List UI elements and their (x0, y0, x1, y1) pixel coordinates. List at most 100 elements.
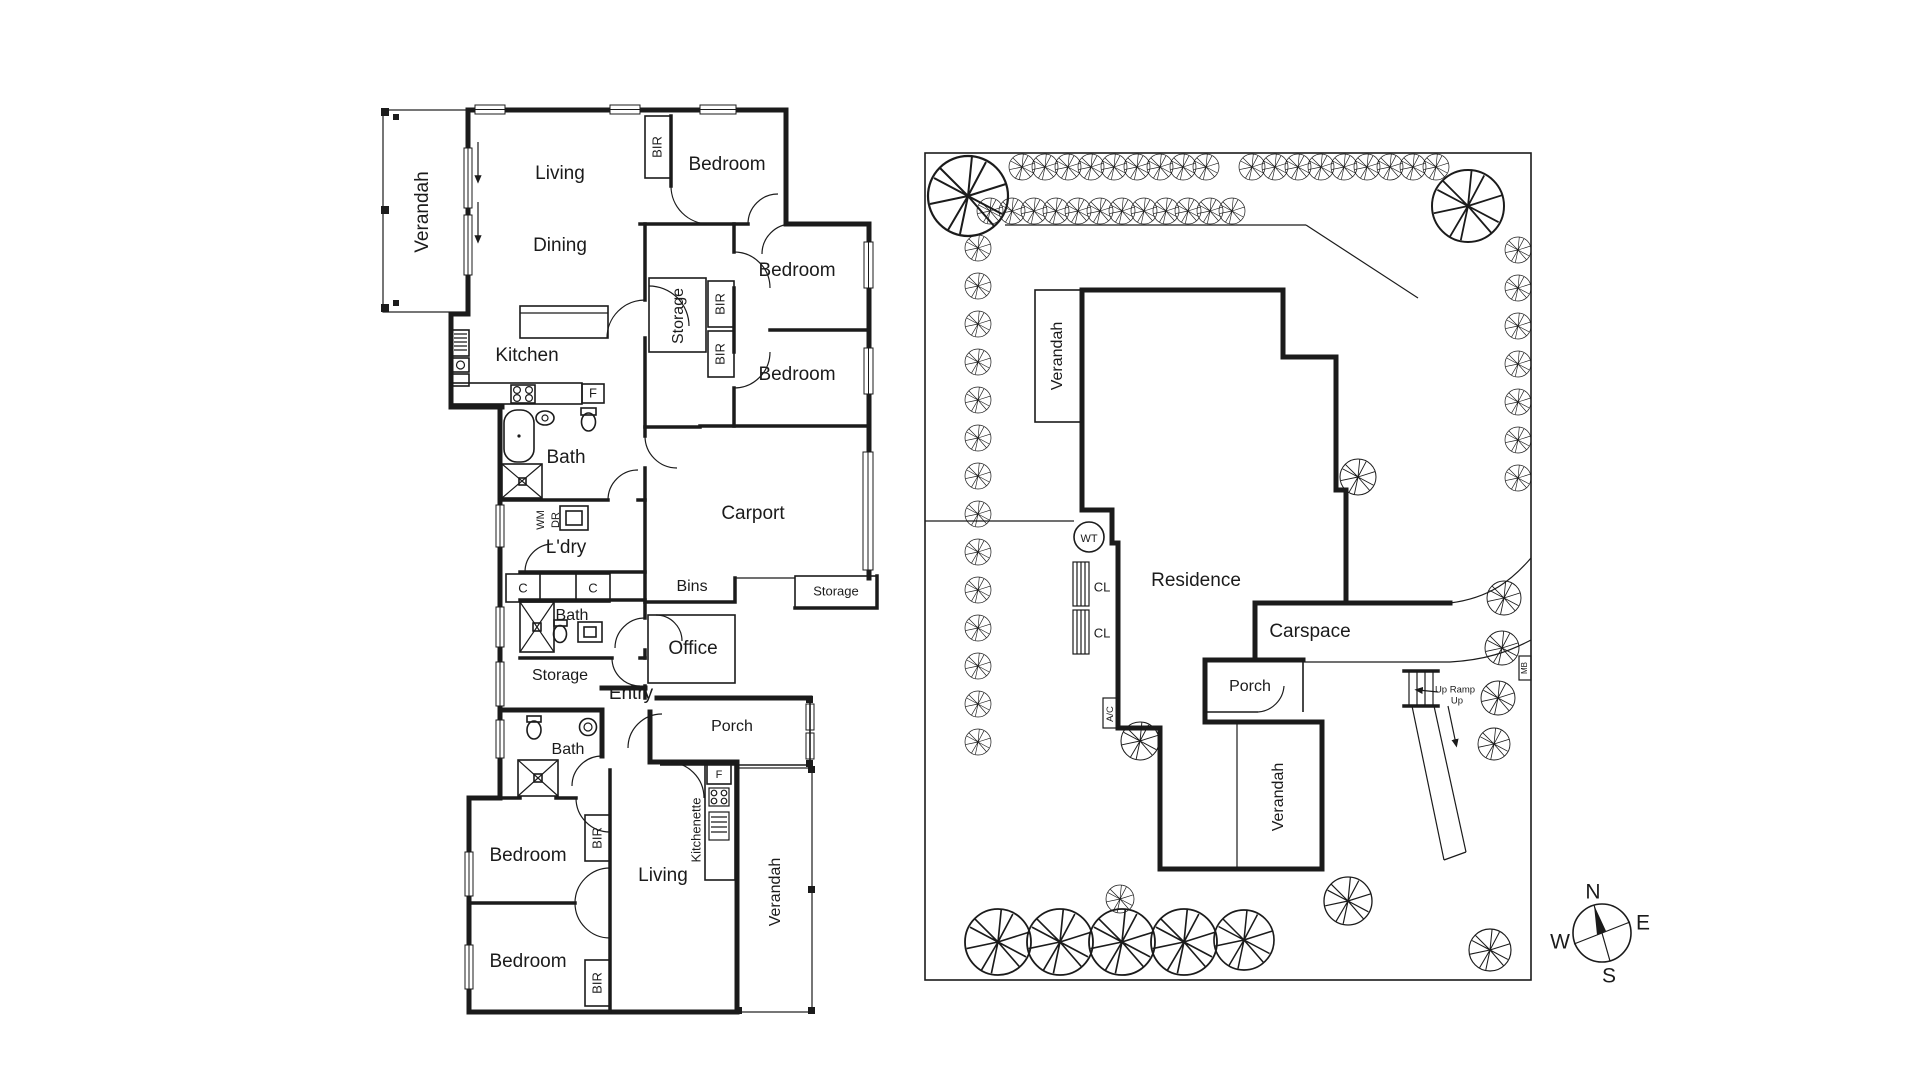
windows (463, 104, 874, 990)
site-plan-labels: Verandah WT Residence CL CL A/C Carspace… (1049, 322, 1529, 832)
tree-icon (1504, 350, 1532, 378)
tree-icon (964, 424, 992, 452)
tree-icon (1026, 908, 1094, 976)
bathtub-icon (503, 409, 535, 463)
tree-icon (1008, 153, 1036, 181)
tree-icon (964, 652, 992, 680)
door-arcs (524, 185, 793, 939)
room-label-bath2: Bath (556, 607, 589, 624)
appliance-label-fridge-top: F (589, 385, 597, 400)
site-plan: Verandah WT Residence CL CL A/C Carspace… (924, 152, 1532, 981)
closet-label-bir-a: BIR (712, 293, 727, 315)
tree-icon (1077, 153, 1105, 181)
tree-icon (1504, 388, 1532, 416)
closet-label-bir-d: BIR (589, 972, 604, 994)
tree-icon (1504, 236, 1532, 264)
tree-icon (964, 462, 992, 490)
room-label-verandah-bottom: Verandah (767, 858, 784, 927)
tree-icon (1100, 153, 1128, 181)
tree-icon (1213, 909, 1275, 971)
tree-icon (1504, 312, 1532, 340)
tree-icon (1468, 928, 1512, 972)
fridge-box-bottom (706, 763, 732, 785)
tree-icon (964, 272, 992, 300)
site-lines (925, 224, 1532, 663)
tree-icon (1477, 727, 1511, 761)
fridge-box-top (581, 383, 605, 404)
porch-structure (660, 696, 813, 767)
compass-needle (1594, 905, 1606, 935)
appliance-label-wm: WM (535, 510, 547, 530)
floor-plan-labels: Verandah Living Dining BIR Bedroom Bedro… (412, 136, 859, 994)
appliance-label-fridge-bottom: F (716, 769, 723, 781)
tree-icon (1150, 908, 1218, 976)
site-label-ramp-up: Up (1451, 696, 1463, 707)
closet-label-c1: C (518, 580, 527, 595)
room-label-storage-hall: Storage (670, 288, 687, 344)
room-label-bedroom2: Bedroom (758, 260, 835, 281)
room-label-kitchen: Kitchen (495, 345, 558, 366)
room-label-carport: Carport (721, 503, 785, 524)
tree-icon (964, 690, 992, 718)
shower-icon (501, 463, 543, 499)
site-label-steps-up: Up Ramp (1435, 685, 1475, 696)
fixtures (450, 142, 736, 881)
sink-icon (451, 329, 470, 387)
room-label-bedroom5: Bedroom (489, 951, 566, 972)
residence-outline (1079, 287, 1453, 872)
tree-icon (1480, 680, 1516, 716)
closet-boxes (505, 115, 879, 1007)
toilet-icon (526, 715, 542, 740)
room-label-living2: Living (638, 865, 688, 886)
steps-and-ramp (1402, 669, 1467, 861)
tree-icon (964, 234, 992, 262)
dryer-icon (559, 505, 589, 531)
tree-icon (1054, 153, 1082, 181)
tree-icon (964, 348, 992, 376)
trees-group (926, 153, 1532, 976)
compass-rose: N E W S (1550, 881, 1650, 988)
tree-icon (964, 538, 992, 566)
compass-east: E (1636, 912, 1650, 935)
site-label-air-conditioner: A/C (1105, 706, 1116, 722)
stove-icon (708, 787, 730, 807)
tree-icon (1031, 153, 1059, 181)
tree-icon (1123, 153, 1151, 181)
vanity-icon (577, 621, 603, 643)
room-label-living: Living (535, 163, 585, 184)
tree-icon (1376, 153, 1404, 181)
tree-icon (1504, 274, 1532, 302)
tree-icon (1192, 153, 1220, 181)
closet-label-c2: C (588, 580, 597, 595)
site-label-verandah-bottom: Verandah (1270, 763, 1287, 832)
property-boundary (924, 152, 1532, 981)
tree-icon (964, 576, 992, 604)
site-label-water-tank: WT (1080, 533, 1097, 545)
room-label-bedroom3: Bedroom (758, 364, 835, 385)
tree-icon (1307, 153, 1335, 181)
closet-label-bir-b: BIR (712, 343, 727, 365)
water-tank-icon (1073, 521, 1105, 553)
room-label-porch: Porch (711, 718, 753, 735)
room-label-bedroom4: Bedroom (489, 845, 566, 866)
tree-icon (1504, 426, 1532, 454)
tree-icon (1284, 153, 1312, 181)
verandah-bottom-structure (735, 766, 815, 1014)
compass-west: W (1550, 931, 1570, 954)
site-verandah-bottom-structure (1236, 721, 1323, 870)
tree-icon (1353, 153, 1381, 181)
tree-icon (964, 386, 992, 414)
room-label-entry: Entry (609, 683, 654, 704)
site-label-clothesline2: CL (1094, 625, 1111, 640)
room-label-bath1: Bath (546, 447, 585, 468)
room-label-bedroom1: Bedroom (688, 154, 765, 175)
closet-label-bir-top: BIR (649, 136, 664, 158)
room-label-dining: Dining (533, 235, 587, 256)
site-label-residence: Residence (1151, 570, 1241, 591)
tree-icon (964, 500, 992, 528)
tree-icon (1169, 153, 1197, 181)
site-label-carspace: Carspace (1269, 621, 1350, 642)
clothesline-icon (1072, 561, 1090, 655)
tree-icon (964, 728, 992, 756)
